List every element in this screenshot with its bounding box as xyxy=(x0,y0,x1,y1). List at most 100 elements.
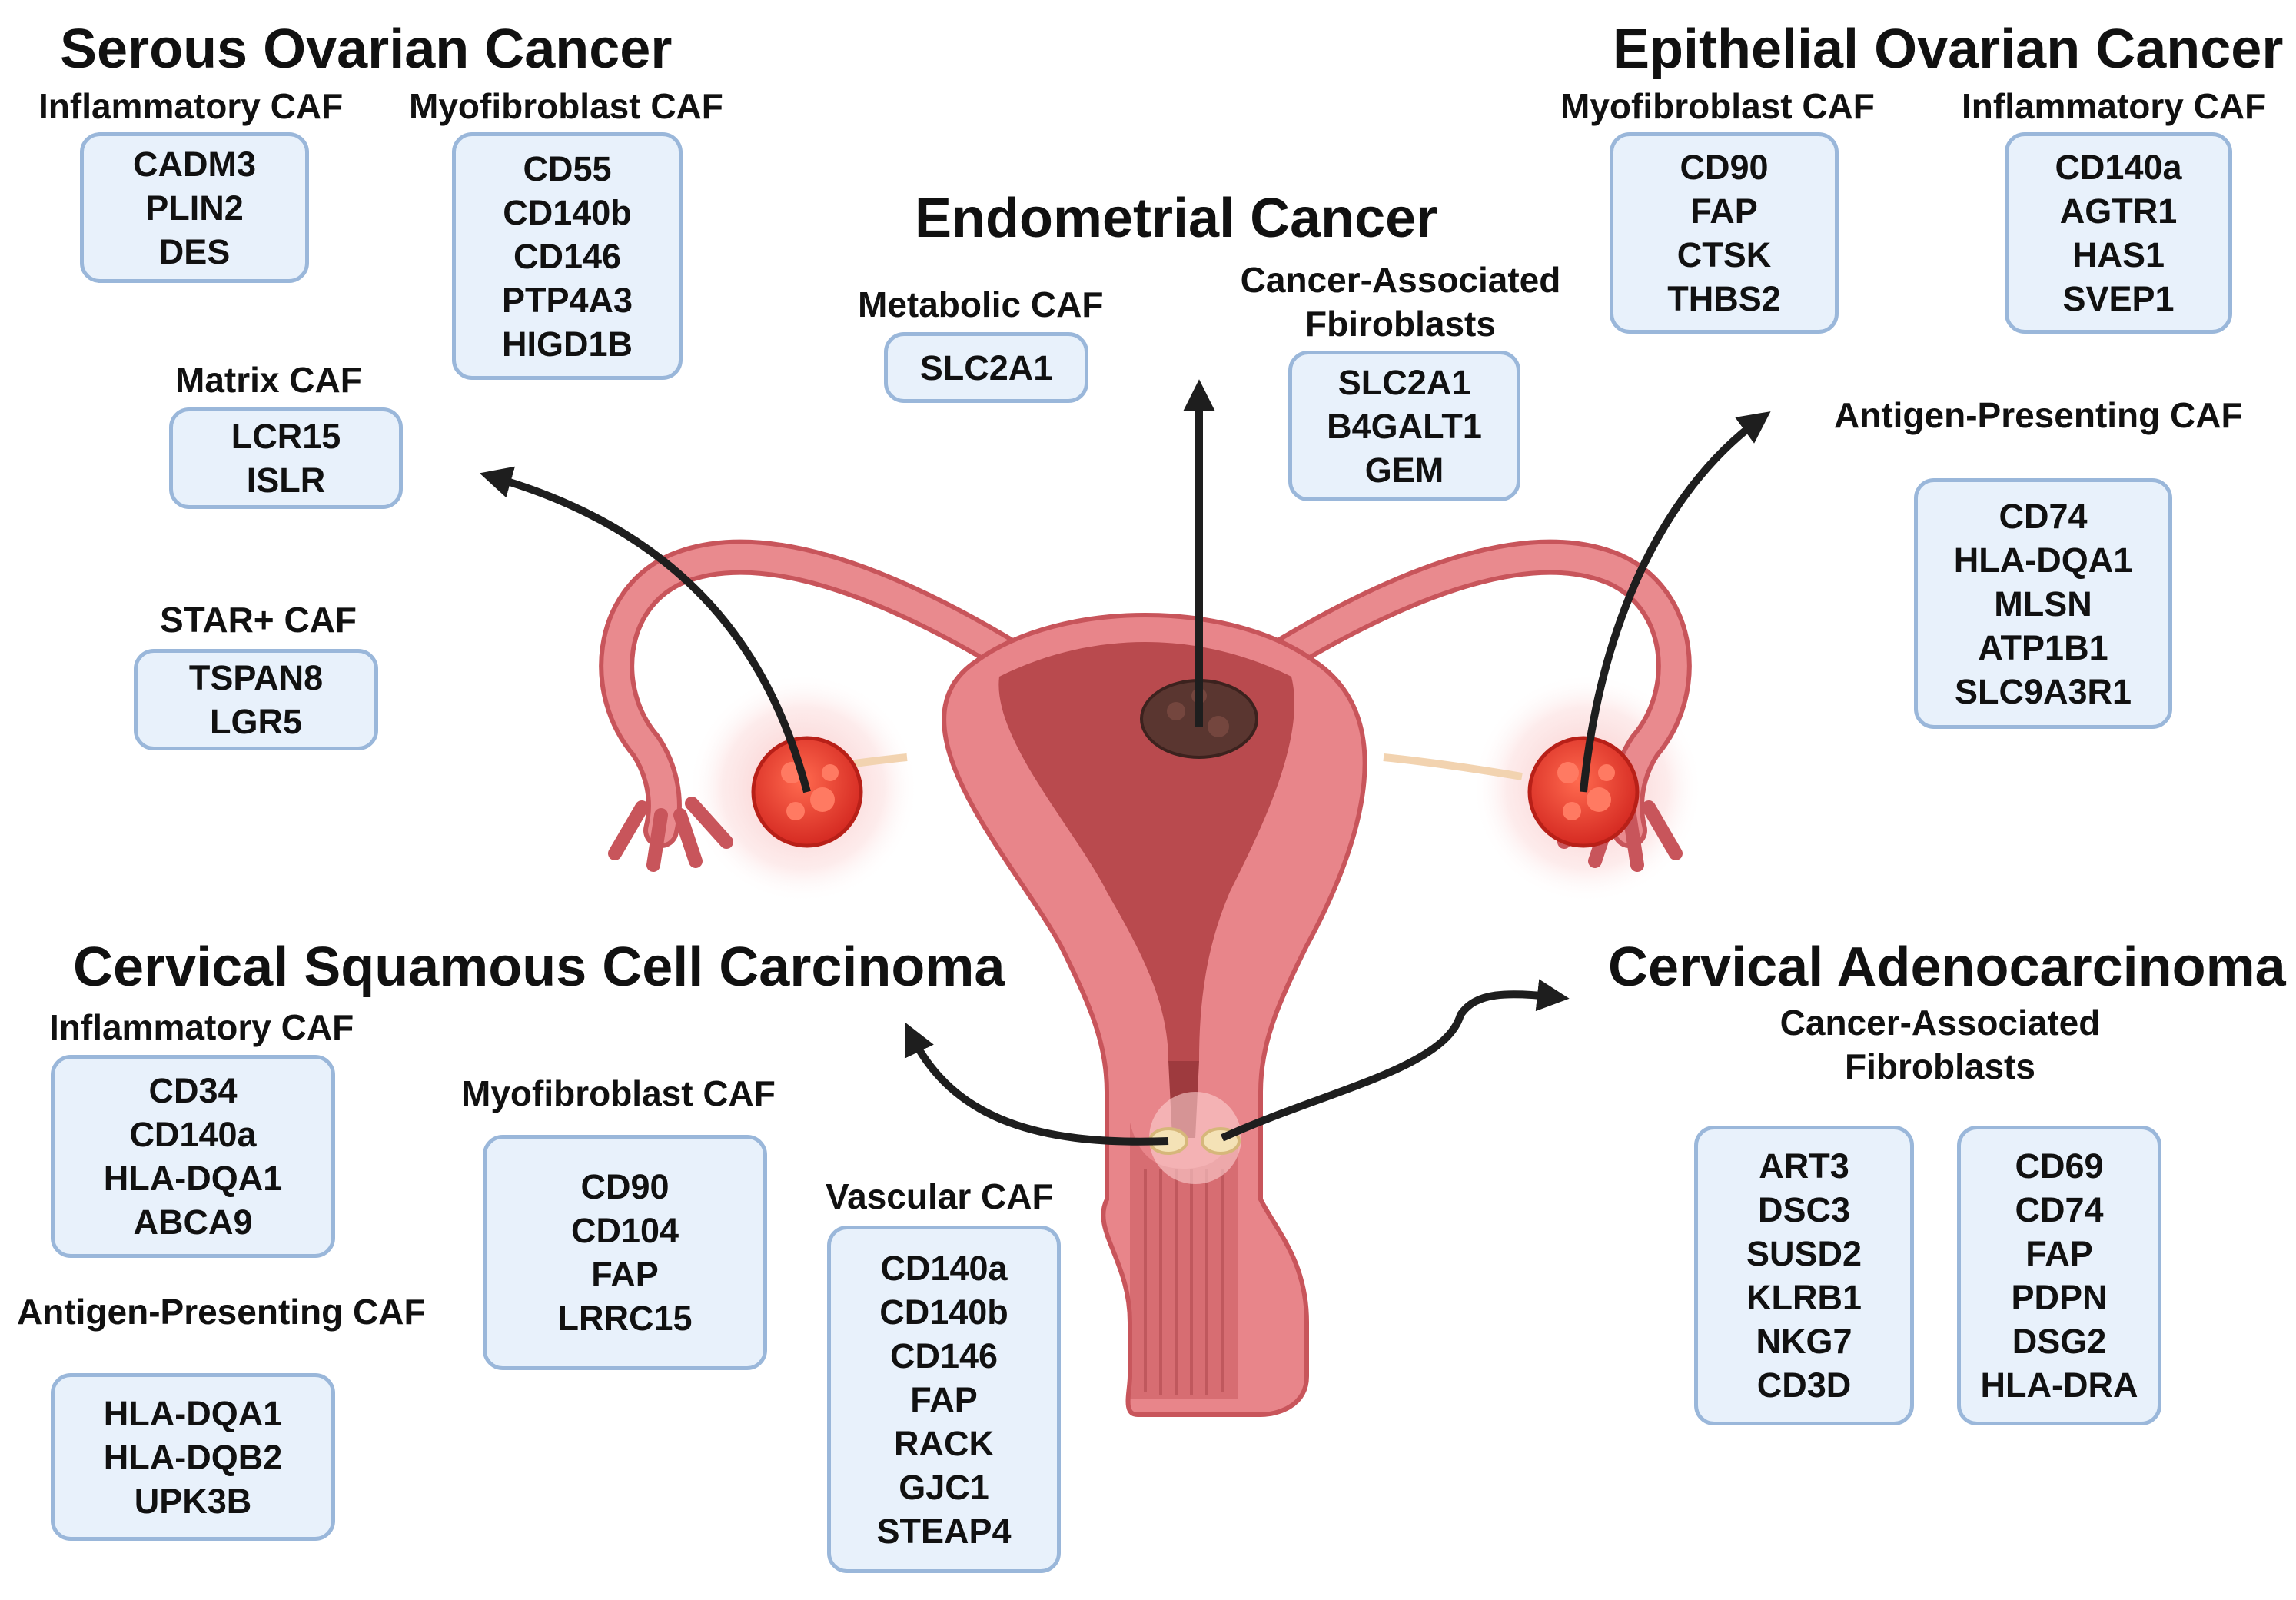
marker: CD104 xyxy=(570,1211,679,1250)
marker: HLA-DRA xyxy=(1980,1365,2138,1405)
marker: STEAP4 xyxy=(876,1511,1012,1551)
arrow-epithelial-ovarian xyxy=(1580,411,1771,793)
endometrial-metabolic-caf-box: SLC2A1 xyxy=(884,332,1088,403)
marker: AGTR1 xyxy=(2059,191,2178,231)
marker: CD140a xyxy=(880,1248,1008,1288)
epithelial-myofibroblast-caf-label: Myofibroblast CAF xyxy=(1560,86,1875,126)
marker: HIGD1B xyxy=(501,324,633,364)
serous-matrix-caf-box: LCR15 ISLR xyxy=(169,407,403,509)
marker: PLIN2 xyxy=(145,188,244,228)
epithelial-antigen-presenting-caf-label: Antigen-Presenting CAF xyxy=(1834,395,2243,435)
adenocarcinoma-caf-box-1: ART3 DSC3 SUSD2 KLRB1 NKG7 CD3D xyxy=(1694,1126,1914,1425)
marker: ISLR xyxy=(246,461,326,500)
marker: NKG7 xyxy=(1756,1322,1852,1361)
marker: ABCA9 xyxy=(133,1202,253,1242)
marker: LGR5 xyxy=(209,702,302,741)
cervical-squamous-title: Cervical Squamous Cell Carcinoma xyxy=(73,936,1005,998)
epithelial-myofibroblast-caf-box: CD90 FAP CTSK THBS2 xyxy=(1610,132,1839,334)
marker: CD140a xyxy=(129,1115,257,1154)
marker: CD74 xyxy=(1999,496,2088,536)
squamous-vascular-caf-label: Vascular CAF xyxy=(826,1176,1054,1216)
epithelial-inflammatory-caf-label: Inflammatory CAF xyxy=(1962,86,2267,126)
serous-myofibroblast-caf-label: Myofibroblast CAF xyxy=(409,86,723,126)
adenocarcinoma-caf-box-2: CD69 CD74 FAP PDPN DSG2 HLA-DRA xyxy=(1957,1126,2161,1425)
endometrial-metabolic-caf-label: Metabolic CAF xyxy=(858,284,1104,324)
marker: SVEP1 xyxy=(2062,279,2175,318)
marker: TSPAN8 xyxy=(188,658,324,697)
squamous-inflammatory-caf-box: CD34 CD140a HLA-DQA1 ABCA9 xyxy=(51,1055,335,1258)
adenocarcinoma-caf-label: Cancer-Associated Fibroblasts xyxy=(1779,1003,2101,1086)
marker: HLA-DQB2 xyxy=(103,1437,283,1477)
serous-matrix-caf-label: Matrix CAF xyxy=(175,360,362,400)
marker: CD34 xyxy=(148,1071,238,1110)
marker: CD55 xyxy=(523,148,612,188)
marker: HAS1 xyxy=(2072,235,2165,274)
arrow-cervical-adenocarcinoma xyxy=(1220,979,1570,1142)
serous-star-caf-label: STAR+ CAF xyxy=(160,600,357,640)
marker: THBS2 xyxy=(1667,279,1781,318)
marker: UPK3B xyxy=(134,1481,252,1521)
marker: FAP xyxy=(2025,1234,2093,1273)
marker: PTP4A3 xyxy=(501,280,633,320)
epithelial-ovarian-cancer-title: Epithelial Ovarian Cancer xyxy=(1613,18,2284,80)
uterus-body xyxy=(942,613,1367,1417)
serous-ovarian-cancer-title: Serous Ovarian Cancer xyxy=(60,18,673,80)
marker: RACK xyxy=(894,1423,994,1463)
marker: HLA-DQA1 xyxy=(103,1393,283,1433)
marker: SLC2A1 xyxy=(919,348,1053,388)
epithelial-antigen-presenting-caf-box: CD74 HLA-DQA1 MLSN ATP1B1 SLC9A3R1 xyxy=(1914,478,2172,729)
marker: DSC3 xyxy=(1757,1190,1851,1229)
marker: FAP xyxy=(910,1379,978,1419)
marker: CD146 xyxy=(889,1336,998,1375)
serous-star-caf-box: TSPAN8 LGR5 xyxy=(134,649,378,750)
squamous-myofibroblast-caf-box: CD90 CD104 FAP LRRC15 xyxy=(483,1135,767,1370)
squamous-myofibroblast-caf-label: Myofibroblast CAF xyxy=(461,1073,776,1113)
marker: LRRC15 xyxy=(557,1299,693,1338)
marker: SUSD2 xyxy=(1746,1234,1862,1273)
serous-inflammatory-caf-label: Inflammatory CAF xyxy=(38,86,344,126)
marker: CD146 xyxy=(513,236,622,276)
marker: CD74 xyxy=(2015,1190,2104,1229)
marker: CADM3 xyxy=(132,144,256,184)
marker: ATP1B1 xyxy=(1978,627,2108,667)
squamous-antigen-presenting-caf-box: HLA-DQA1 HLA-DQB2 UPK3B xyxy=(51,1373,335,1541)
marker: HLA-DQA1 xyxy=(103,1159,283,1198)
marker: FAP xyxy=(591,1255,659,1294)
marker: CD140a xyxy=(2055,148,2182,187)
epithelial-inflammatory-caf-box: CD140a AGTR1 HAS1 SVEP1 xyxy=(2005,132,2232,334)
marker: LCR15 xyxy=(231,417,341,456)
marker: GEM xyxy=(1364,450,1444,490)
marker: CTSK xyxy=(1676,235,1772,274)
marker: B4GALT1 xyxy=(1327,406,1482,446)
endometrial-cancer-title: Endometrial Cancer xyxy=(915,188,1438,249)
marker: KLRB1 xyxy=(1746,1278,1862,1317)
marker: GJC1 xyxy=(899,1467,989,1507)
marker: CD69 xyxy=(2015,1146,2104,1186)
marker: CD90 xyxy=(1680,148,1769,187)
marker: CD90 xyxy=(580,1167,670,1206)
marker: HLA-DQA1 xyxy=(1953,540,2133,580)
marker: CD140b xyxy=(879,1292,1008,1332)
left-fallopian-tube xyxy=(599,539,1048,872)
cervical-adenocarcinoma-title: Cervical Adenocarcinoma xyxy=(1608,936,2286,998)
serous-inflammatory-caf-box: CADM3 PLIN2 DES xyxy=(80,132,309,283)
marker: CD140b xyxy=(503,192,632,232)
arrow-cervical-squamous xyxy=(904,1022,1169,1146)
marker: ART3 xyxy=(1759,1146,1849,1186)
endometrial-caf-box: SLC2A1 B4GALT1 GEM xyxy=(1288,351,1520,501)
marker: DSG2 xyxy=(2012,1322,2107,1361)
marker: PDPN xyxy=(2011,1278,2108,1317)
marker: SLC2A1 xyxy=(1337,362,1471,402)
squamous-inflammatory-caf-label: Inflammatory CAF xyxy=(49,1007,354,1047)
squamous-antigen-presenting-caf-label: Antigen-Presenting CAF xyxy=(17,1292,426,1332)
marker: CD3D xyxy=(1756,1365,1852,1405)
serous-myofibroblast-caf-box: CD55 CD140b CD146 PTP4A3 HIGD1B xyxy=(452,132,683,380)
marker: FAP xyxy=(1690,191,1758,231)
marker: SLC9A3R1 xyxy=(1954,671,2132,711)
marker: MLSN xyxy=(1994,584,2092,624)
squamous-vascular-caf-box: CD140a CD140b CD146 FAP RACK GJC1 STEAP4 xyxy=(827,1226,1061,1573)
arrow-serous-ovarian xyxy=(479,466,811,793)
right-fallopian-tube xyxy=(1243,539,1692,872)
endometrial-caf-label: Cancer-Associated Fbiroblasts xyxy=(1240,260,1561,344)
